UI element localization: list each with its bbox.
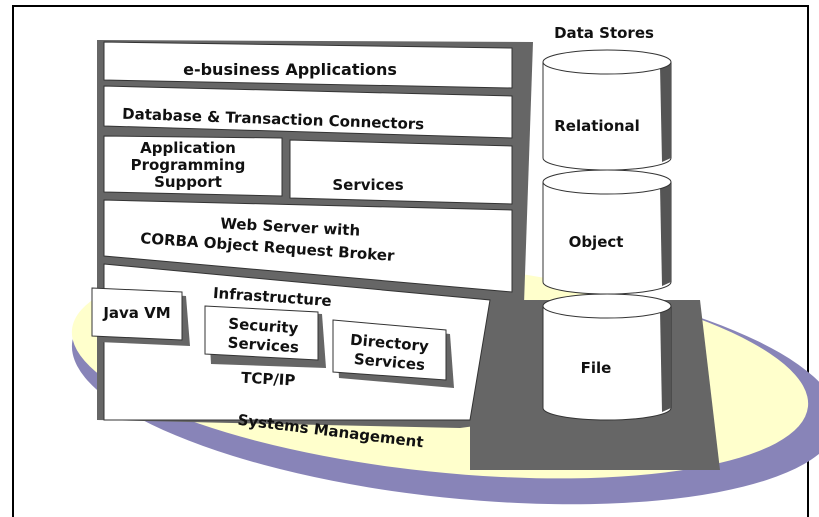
directory-box bbox=[332, 319, 447, 381]
layer-web-server bbox=[103, 199, 513, 293]
layer-ebusiness bbox=[103, 41, 513, 89]
app-support-label-1: Application bbox=[140, 139, 236, 157]
app-support-label-3: Support bbox=[154, 173, 222, 191]
object-label: Object bbox=[569, 233, 624, 251]
cylinder-object: Object bbox=[542, 169, 672, 295]
security-label-1: Security bbox=[228, 315, 299, 338]
layer-app-support bbox=[103, 135, 283, 197]
ebusiness-label: e-business Applications bbox=[183, 60, 397, 79]
cylinder-relational: Relational bbox=[542, 49, 672, 171]
java-vm-label: Java VM bbox=[102, 304, 170, 322]
layer-connectors bbox=[103, 85, 513, 139]
file-label: File bbox=[581, 359, 612, 377]
cylinder-file: File bbox=[542, 293, 672, 421]
app-support-label-2: Programming bbox=[131, 156, 246, 174]
java-vm-box bbox=[91, 287, 183, 341]
tcpip-label: TCP/IP bbox=[241, 369, 296, 390]
data-stores-title: Data Stores bbox=[554, 24, 654, 42]
layer-services bbox=[289, 139, 513, 205]
diagram-frame bbox=[12, 5, 809, 517]
services-label: Services bbox=[332, 176, 403, 194]
relational-label: Relational bbox=[554, 117, 640, 135]
security-box bbox=[204, 305, 319, 361]
security-label-2: Services bbox=[227, 334, 299, 357]
